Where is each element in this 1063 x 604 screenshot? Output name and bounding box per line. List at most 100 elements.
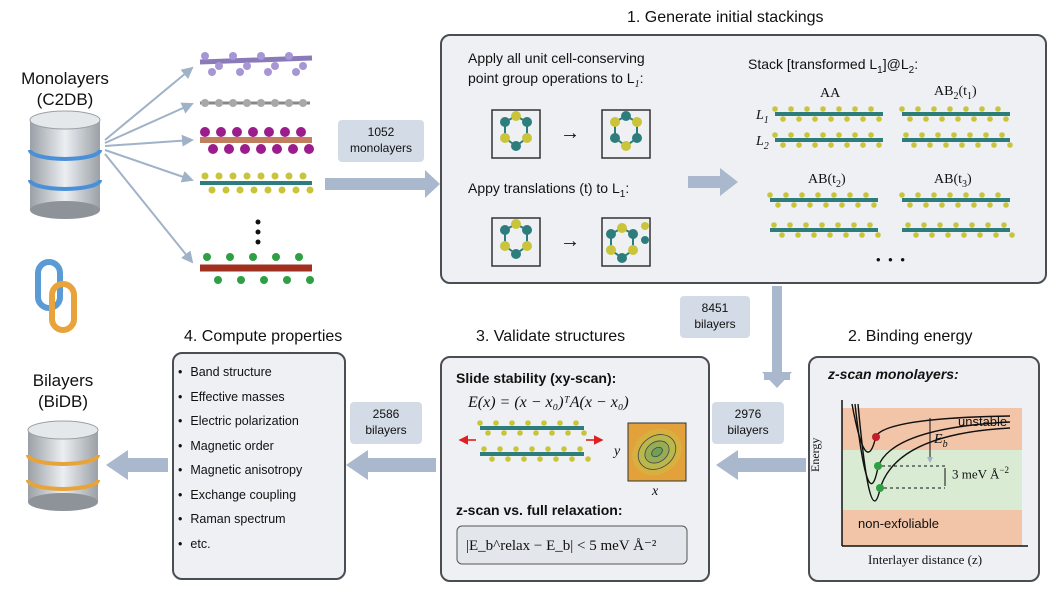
atom	[772, 106, 778, 112]
map-x-axis: x	[652, 484, 659, 499]
monolayer-gray	[200, 99, 310, 107]
atom	[971, 202, 977, 208]
atom	[911, 142, 917, 148]
step2-zscan-label: z-scan monolayers:	[828, 366, 959, 382]
apply-line1: Apply all unit cell-conserving	[468, 50, 645, 66]
atom	[953, 222, 959, 228]
atom	[788, 106, 794, 112]
atom	[815, 192, 821, 198]
atom	[537, 456, 543, 462]
atom	[533, 430, 539, 436]
atom	[823, 202, 829, 208]
vertical-ellipsis	[255, 219, 261, 245]
atom	[871, 202, 877, 208]
atom	[836, 132, 842, 138]
atom	[969, 222, 975, 228]
atom	[497, 446, 503, 452]
chain-link-icon	[35, 259, 77, 333]
atom	[585, 456, 591, 462]
atom	[780, 142, 786, 148]
atom	[828, 142, 834, 148]
atom	[915, 192, 921, 198]
tag-1052-unit: monolayers	[349, 141, 413, 155]
apply-line2: point group operations to L1:	[468, 70, 644, 90]
slide-stability-label: Slide stability (xy-scan):	[456, 370, 617, 386]
transform-arrow-1: →	[560, 122, 580, 144]
more-stackings-ellipsis: • • •	[876, 252, 907, 267]
tag-2586: 2586 bilayers	[350, 402, 422, 444]
unstable-label: unstable	[958, 414, 1008, 429]
atom	[835, 222, 841, 228]
atom	[775, 202, 781, 208]
property-item: Band structure	[178, 360, 302, 385]
atom	[553, 456, 559, 462]
atom	[923, 202, 929, 208]
monolayer-purple	[199, 52, 313, 76]
step2-title: 2. Binding energy	[848, 328, 973, 345]
atom	[767, 192, 773, 198]
atom	[875, 232, 881, 238]
atom	[545, 446, 551, 452]
atom	[945, 232, 951, 238]
property-item: Magnetic anisotropy	[178, 458, 302, 483]
atom	[819, 222, 825, 228]
atom	[919, 132, 925, 138]
unit-cell-original-2	[491, 217, 541, 267]
atom	[947, 106, 953, 112]
atom	[787, 222, 793, 228]
atom	[859, 232, 865, 238]
tag-1052: 1052 monolayers	[338, 120, 424, 162]
bilayers-label: Bilayers (BiDB)	[8, 370, 118, 412]
atom	[839, 202, 845, 208]
unit-cell-translated	[601, 217, 651, 267]
atom	[987, 116, 993, 122]
atom	[851, 222, 857, 228]
atom	[987, 202, 993, 208]
atom	[939, 116, 945, 122]
atom	[525, 420, 531, 426]
stack-ab-t2-label: AB(t2)	[808, 172, 846, 190]
step1-apply-text: Apply all unit cell-conserving point gro…	[468, 48, 645, 95]
atom	[876, 116, 882, 122]
atom	[804, 106, 810, 112]
atom	[577, 446, 583, 452]
atom	[927, 142, 933, 148]
step3-title: 3. Validate structures	[476, 328, 626, 345]
atom	[549, 430, 555, 436]
atom	[569, 456, 575, 462]
atom	[979, 192, 985, 198]
atom	[772, 132, 778, 138]
layer-l2-label: L2	[756, 134, 769, 152]
atom	[923, 116, 929, 122]
bilayer-database-icon	[26, 420, 100, 511]
atom	[803, 222, 809, 228]
atom	[991, 142, 997, 148]
atom	[828, 116, 834, 122]
step1-title: 1. Generate initial stackings	[627, 9, 824, 26]
atom	[481, 446, 487, 452]
transform-arrow-2: →	[560, 230, 580, 252]
atom	[796, 142, 802, 148]
atom	[501, 430, 507, 436]
property-item: Electric polarization	[178, 409, 302, 434]
atom	[995, 106, 1001, 112]
fan-arrows	[104, 66, 194, 264]
sliding-bilayer	[477, 420, 591, 462]
atom	[979, 106, 985, 112]
atom	[860, 116, 866, 122]
atom	[993, 232, 999, 238]
monolayers-label: Monolayers (C2DB)	[10, 68, 120, 110]
atom	[517, 430, 523, 436]
atom	[947, 192, 953, 198]
atom	[937, 222, 943, 228]
atom	[779, 232, 785, 238]
tag-8451-unit: bilayers	[694, 317, 736, 331]
atom	[844, 142, 850, 148]
atom	[561, 446, 567, 452]
atom	[860, 142, 866, 148]
atom	[951, 132, 957, 138]
monolayer-teal-yellow	[200, 172, 314, 194]
atom	[788, 132, 794, 138]
monolayer-database-icon	[28, 110, 102, 219]
